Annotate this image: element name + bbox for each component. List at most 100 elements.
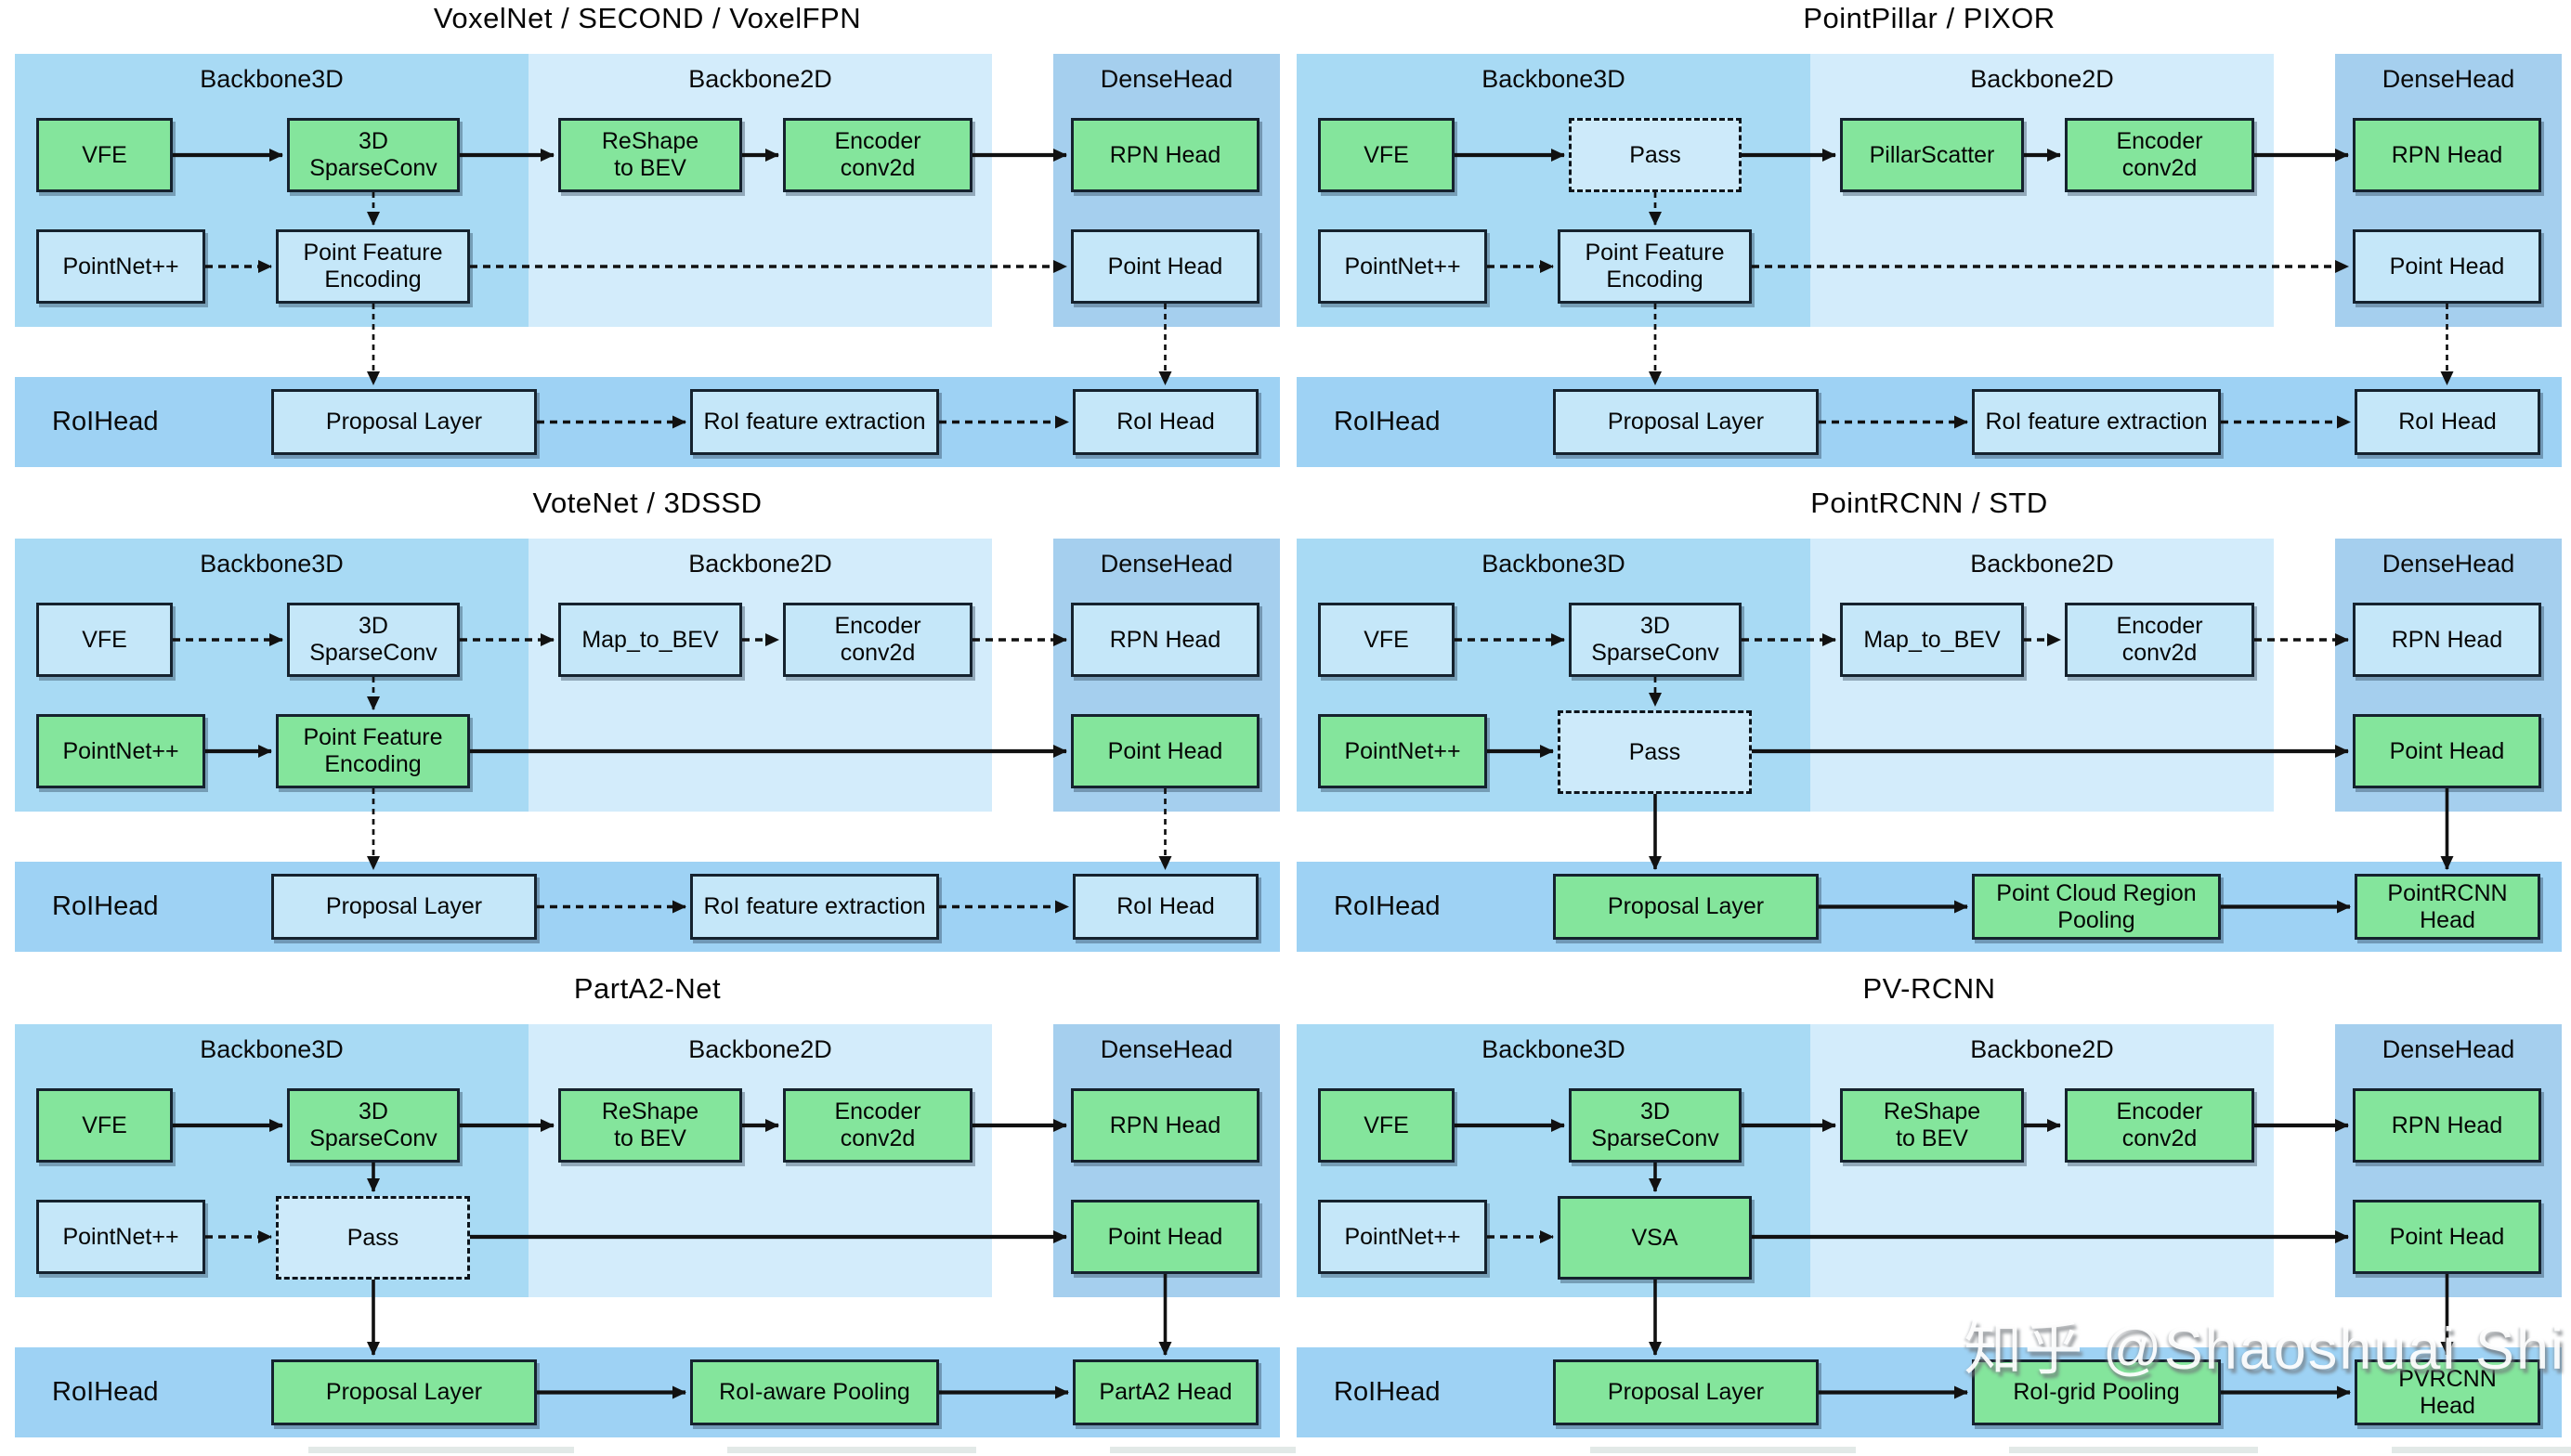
- section-label-backbone2d: Backbone2D: [1970, 1035, 2114, 1063]
- section-label-backbone3d: Backbone3D: [1481, 65, 1625, 93]
- box-encoder-conv2d: Encoder conv2d: [783, 603, 972, 677]
- section-label-backbone2d: Backbone2D: [688, 65, 832, 93]
- section-label-roihead: RoIHead: [52, 407, 159, 436]
- section-label-backbone3d: Backbone3D: [200, 550, 344, 578]
- box-pass: Pass: [1558, 710, 1752, 794]
- section-label-roihead: RoIHead: [1334, 407, 1441, 436]
- section-label-backbone2d: Backbone2D: [688, 1035, 832, 1063]
- box-rpn-head: RPN Head: [1071, 1088, 1259, 1163]
- box-parta2-head: PartA2 Head: [1073, 1359, 1259, 1425]
- box-rpn-head: RPN Head: [2353, 118, 2541, 192]
- box-point-head: Point Head: [1071, 229, 1259, 304]
- box-proposal-layer: Proposal Layer: [271, 389, 537, 455]
- box-encoder-conv2d: Encoder conv2d: [2065, 1088, 2254, 1163]
- box-point-feature-encoding: Point Feature Encoding: [276, 229, 470, 304]
- box-3d-sparseconv: 3D SparseConv: [1569, 1088, 1742, 1163]
- box-rpn-head: RPN Head: [2353, 1088, 2541, 1163]
- box-roi-feature-extraction: RoI feature extraction: [690, 389, 939, 455]
- box-3d-sparseconv: 3D SparseConv: [287, 118, 460, 192]
- section-label-backbone3d: Backbone3D: [1481, 1035, 1625, 1063]
- watermark: 知乎 @Shaoshuai Shi: [1964, 1317, 2565, 1382]
- box-point-feature-encoding: Point Feature Encoding: [1558, 229, 1752, 304]
- panel-title: PartA2-Net: [573, 972, 722, 1005]
- box-pointrcnn-head: PointRCNN Head: [2355, 874, 2540, 940]
- box-3d-sparseconv: 3D SparseConv: [287, 1088, 460, 1163]
- box-pointnet++: PointNet++: [1318, 714, 1487, 788]
- box-pointnet++: PointNet++: [36, 1200, 205, 1274]
- section-label-backbone2d: Backbone2D: [1970, 65, 2114, 93]
- box-3d-sparseconv: 3D SparseConv: [287, 603, 460, 677]
- box-point-head: Point Head: [2353, 229, 2541, 304]
- panel-pointpillar-pixor: PointPillar / PIXOR Backbone3D Backbone2D D…: [1297, 0, 2562, 468]
- box-proposal-layer: Proposal Layer: [271, 874, 537, 940]
- panel-title: PV-RCNN: [1862, 972, 1996, 1005]
- cutoff-artifact: [1110, 1447, 1296, 1453]
- section-label-roihead: RoIHead: [52, 891, 159, 921]
- box-rpn-head: RPN Head: [1071, 118, 1259, 192]
- box-reshape-to-bev: ReShape to BEV: [558, 118, 742, 192]
- cutoff-artifact: [727, 1447, 976, 1453]
- panel-title: PointPillar / PIXOR: [1803, 2, 2055, 34]
- box-vfe: VFE: [36, 1088, 173, 1163]
- box-point-head: Point Head: [1071, 1200, 1259, 1274]
- box-pvrcnn-head: PVRCNN Head: [2355, 1359, 2540, 1425]
- box-pointnet++: PointNet++: [1318, 229, 1487, 304]
- box-pointnet++: PointNet++: [36, 229, 205, 304]
- section-label-densehead: DenseHead: [1100, 550, 1233, 578]
- section-label-densehead: DenseHead: [2382, 550, 2515, 578]
- cutoff-artifact: [2009, 1447, 2258, 1453]
- panel-title: VoteNet / 3DSSD: [532, 487, 763, 519]
- box-vsa: VSA: [1558, 1196, 1752, 1280]
- box-roi-aware-pooling: RoI-aware Pooling: [690, 1359, 939, 1425]
- box-proposal-layer: Proposal Layer: [1553, 1359, 1819, 1425]
- section-label-densehead: DenseHead: [2382, 65, 2515, 93]
- section-label-backbone3d: Backbone3D: [1481, 550, 1625, 578]
- box-map-to-bev: Map_to_BEV: [1840, 603, 2024, 677]
- section-label-roihead: RoIHead: [52, 1377, 159, 1407]
- box-point-head: Point Head: [1071, 714, 1259, 788]
- box-encoder-conv2d: Encoder conv2d: [783, 1088, 972, 1163]
- box-roi-head: RoI Head: [2355, 389, 2540, 455]
- box-roi-feature-extraction: RoI feature extraction: [690, 874, 939, 940]
- box-rpn-head: RPN Head: [1071, 603, 1259, 677]
- box-encoder-conv2d: Encoder conv2d: [2065, 603, 2254, 677]
- box-vfe: VFE: [36, 603, 173, 677]
- section-label-roihead: RoIHead: [1334, 1377, 1441, 1407]
- box-reshape-to-bev: ReShape to BEV: [1840, 1088, 2024, 1163]
- box-vfe: VFE: [1318, 603, 1455, 677]
- cutoff-artifact: [2392, 1447, 2571, 1453]
- box-vfe: VFE: [1318, 118, 1455, 192]
- section-label-backbone3d: Backbone3D: [200, 1035, 344, 1063]
- box-pass: Pass: [276, 1196, 470, 1280]
- box-pointnet++: PointNet++: [1318, 1200, 1487, 1274]
- box-encoder-conv2d: Encoder conv2d: [783, 118, 972, 192]
- box-proposal-layer: Proposal Layer: [1553, 874, 1819, 940]
- box-point-feature-encoding: Point Feature Encoding: [276, 714, 470, 788]
- box-vfe: VFE: [1318, 1088, 1455, 1163]
- box-pillarscatter: PillarScatter: [1840, 118, 2024, 192]
- box-map-to-bev: Map_to_BEV: [558, 603, 742, 677]
- panel-voxelnet-second-voxelfpn: VoxelNet / SECOND / VoxelFPN Backbone3D Ba…: [15, 0, 1280, 468]
- box-3d-sparseconv: 3D SparseConv: [1569, 603, 1742, 677]
- section-label-roihead: RoIHead: [1334, 891, 1441, 921]
- panel-title: VoxelNet / SECOND / VoxelFPN: [433, 2, 862, 34]
- box-roi-head: RoI Head: [1073, 389, 1259, 455]
- cutoff-artifact: [308, 1447, 574, 1453]
- box-roi-grid-pooling: RoI-grid Pooling: [1972, 1359, 2221, 1425]
- section-label-densehead: DenseHead: [2382, 1035, 2515, 1063]
- cutoff-artifact: [1590, 1447, 1856, 1453]
- box-point-head: Point Head: [2353, 714, 2541, 788]
- section-label-densehead: DenseHead: [1100, 1035, 1233, 1063]
- section-label-backbone3d: Backbone3D: [200, 65, 344, 93]
- box-point-cloud-region-pooling: Point Cloud Region Pooling: [1972, 874, 2221, 940]
- box-rpn-head: RPN Head: [2353, 603, 2541, 677]
- section-label-backbone2d: Backbone2D: [1970, 550, 2114, 578]
- box-pointnet++: PointNet++: [36, 714, 205, 788]
- box-point-head: Point Head: [2353, 1200, 2541, 1274]
- box-proposal-layer: Proposal Layer: [271, 1359, 537, 1425]
- section-label-densehead: DenseHead: [1100, 65, 1233, 93]
